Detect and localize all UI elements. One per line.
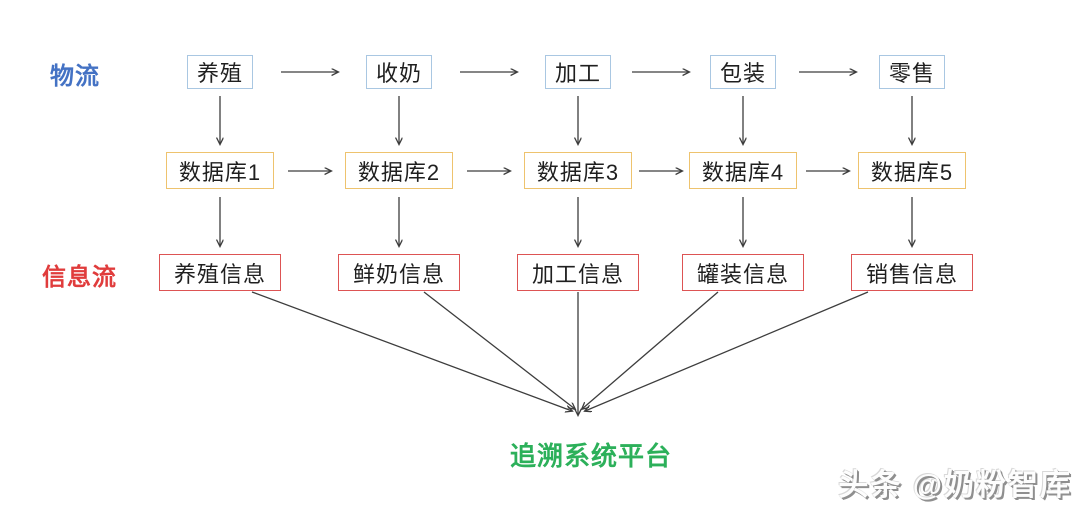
info-box-fresh-milk: 鲜奶信息 [338, 254, 460, 291]
logistics-row-label: 物流 [50, 63, 100, 90]
info-box-sales: 销售信息 [851, 254, 973, 291]
database-box-2: 数据库2 [345, 152, 453, 189]
database-box-4: 数据库4 [689, 152, 797, 189]
arrow-info5-platform [585, 291, 869, 411]
info-box-processing: 加工信息 [517, 254, 639, 291]
database-box-1: 数据库1 [166, 152, 274, 189]
stage-box-packaging: 包装 [710, 55, 776, 89]
traceability-platform-title: 追溯系统平台 [509, 441, 672, 471]
watermark: 头条 @奶粉智库 [838, 469, 1072, 502]
database-box-3: 数据库3 [524, 152, 632, 189]
stage-box-retail: 零售 [879, 55, 945, 89]
info-box-breeding: 养殖信息 [159, 254, 281, 291]
stage-box-processing: 加工 [545, 55, 611, 89]
database-box-5: 数据库5 [858, 152, 966, 189]
arrow-info1-platform [251, 291, 572, 411]
arrow-info4-platform [582, 291, 719, 409]
information-flow-row-label: 信息流 [42, 264, 117, 291]
info-box-canning: 罐装信息 [682, 254, 804, 291]
stage-box-milk-collection: 收奶 [366, 55, 432, 89]
stage-box-breeding: 养殖 [187, 55, 253, 89]
arrow-info2-platform [423, 291, 575, 409]
